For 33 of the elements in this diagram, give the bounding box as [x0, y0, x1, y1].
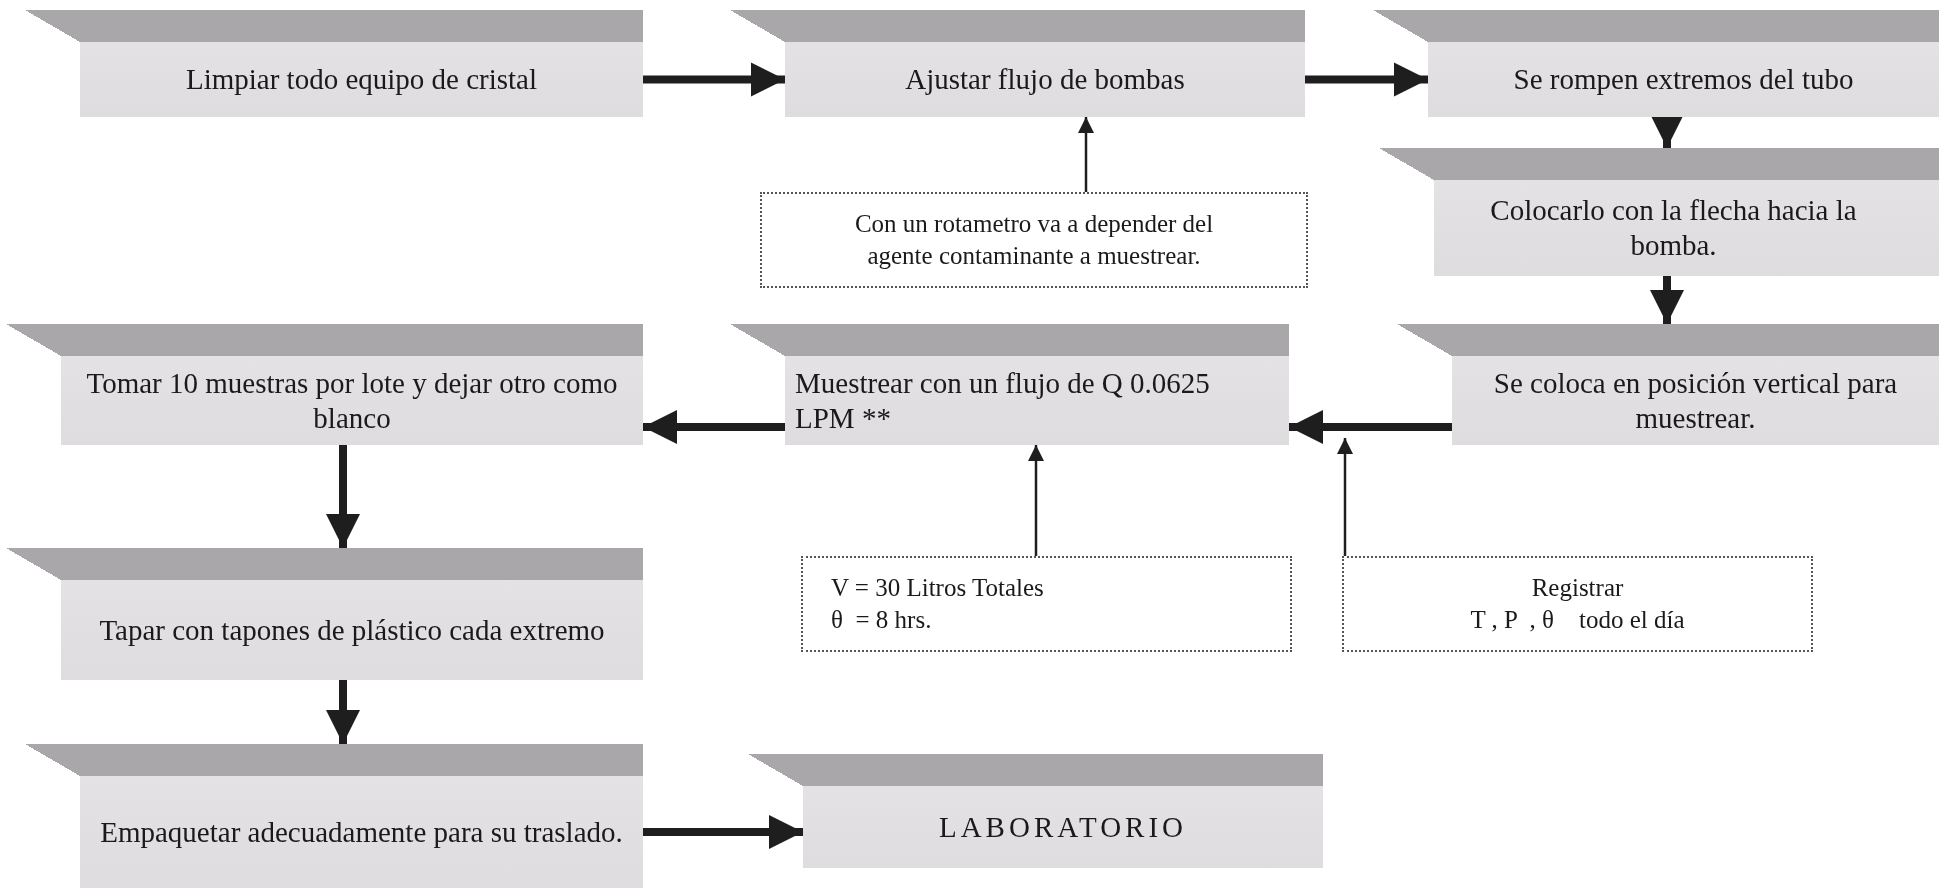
arrow: [1337, 438, 1353, 556]
process-box: [25, 744, 643, 888]
arrow: [1650, 276, 1684, 324]
process-box: [25, 10, 643, 117]
note-text: T , P , θ todo el día: [1470, 605, 1685, 635]
arrow: [1028, 445, 1044, 556]
process-box: [748, 754, 1323, 868]
process-box: [1373, 10, 1939, 117]
step-text: Tapar con tapones de plástico cada extremo: [99, 612, 605, 648]
note-box: [801, 556, 1292, 652]
step-text: Se rompen extremos del tubo: [1513, 62, 1854, 97]
step-text: Muestrear con un flujo de Q 0.0625 LPM **: [795, 365, 1211, 436]
note-box: [760, 192, 1308, 288]
process-box: [1379, 148, 1939, 276]
step-text: Ajustar flujo de bombas: [905, 62, 1185, 97]
note-text: Con un rotametro va a depender del agente contaminante a muestrear.: [853, 208, 1215, 271]
process-box: [730, 324, 1289, 445]
step-text: Empaquetar adecuadamente para su traslado.: [100, 814, 623, 850]
step-text: Limpiar todo equipo de cristal: [185, 62, 538, 97]
process-box: [730, 10, 1305, 117]
arrow: [1078, 117, 1094, 192]
step-text: LABORATORIO: [938, 809, 1188, 845]
note-box: [1342, 556, 1813, 652]
arrow: [326, 445, 360, 548]
process-box: [6, 548, 643, 680]
step-text: Se coloca en posición vertical para muestrear.: [1492, 365, 1899, 436]
process-box: [1397, 324, 1939, 445]
step-text: Colocarlo con la flecha hacia la bomba.: [1489, 193, 1858, 263]
process-box: [6, 324, 643, 445]
arrow: [326, 680, 360, 744]
note-text: V = 30 Litros Totales θ = 8 hrs.: [831, 572, 1045, 635]
note-text: Registrar: [1531, 572, 1624, 603]
step-text: Tomar 10 muestras por lote y dejar otro como blanco: [85, 365, 619, 436]
